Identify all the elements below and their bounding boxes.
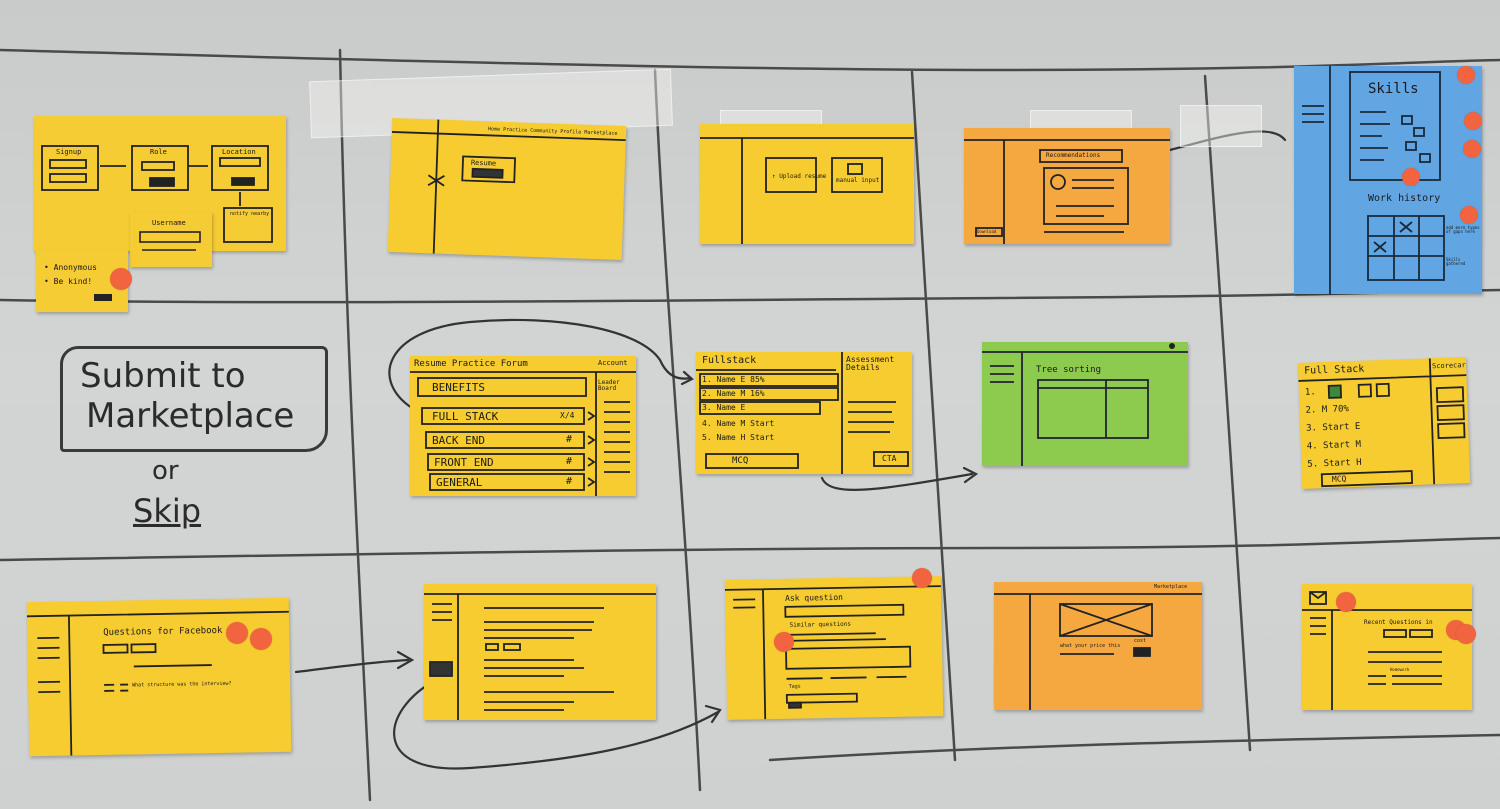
label-anon2: • Be kind! (44, 277, 93, 286)
fullstack-row: 3. Name E (702, 403, 746, 412)
priority-dot (1456, 624, 1476, 644)
label-notify: notify nearby (230, 211, 270, 217)
label-recommendations: Recommendations (1046, 152, 1101, 159)
forum-row: GENERAL (436, 476, 483, 489)
score-title: Full Stack (1303, 363, 1365, 377)
label-side-gaps: add more types of gaps here (1446, 225, 1480, 234)
tape (1180, 105, 1262, 147)
forum-row: BENEFITS (432, 381, 485, 394)
note-recent-questions: Recent Questions in Homework (1302, 584, 1472, 710)
forum-leader: Leader Board (598, 379, 620, 392)
fullstack-row: 5. Name H Start (702, 433, 775, 442)
forum-mark: # (566, 456, 573, 467)
board-text-submit: Submit to (80, 356, 246, 396)
note-username: Username (130, 212, 212, 267)
fullstack-row: 2. Name M 16% (702, 389, 765, 398)
ask-tags: Tags (788, 683, 801, 690)
note-resume-upload: Home Practice Community Profile Marketpl… (387, 117, 627, 261)
tree-title: Tree sorting (1036, 365, 1102, 375)
note-recommendations: Recommendations Download (964, 128, 1170, 244)
forum-row: FRONT END (434, 456, 494, 469)
submit-box (60, 346, 328, 452)
label-resume: Resume (470, 158, 497, 168)
forum-mark: # (566, 476, 573, 487)
note-fullstack-details: Fullstack Assessment Details 1. Name E 8… (696, 352, 912, 474)
priority-dot (250, 628, 272, 650)
recent-title: Recent Questions in (1364, 619, 1433, 626)
fullstack-row: 4. Name M Start (702, 419, 775, 428)
label-upload-resume: ↑ Upload resume (772, 173, 827, 180)
forum-account: Account (598, 359, 628, 367)
note-fullstack-score: Full Stack Scorecard 1. 2. M 70% 3. Star… (1297, 357, 1471, 489)
score-row: 2. M 70% (1305, 404, 1350, 416)
score-row: 3. Start E (1305, 421, 1361, 434)
note-question-detail (424, 584, 656, 720)
priority-dot (1464, 112, 1482, 130)
priority-dot (1336, 592, 1356, 612)
marketplace-cost: cost (1134, 638, 1147, 644)
priority-dot (1402, 168, 1420, 186)
score-row: 1. (1304, 387, 1316, 398)
label-download: Download (977, 229, 997, 234)
forum-row: FULL STACK (432, 410, 499, 423)
note-skills: Skills (1294, 66, 1482, 186)
ask-similar: Similar questions (789, 620, 852, 629)
forum-row: BACK END (432, 434, 485, 447)
score-side: Scorecard (1431, 360, 1471, 371)
fullstack-cta: CTA (882, 454, 897, 463)
ask-title: Ask question (785, 592, 843, 603)
board-text-marketplace: Marketplace (86, 396, 295, 436)
score-mcq: MCQ (1331, 474, 1347, 484)
note-forum: Resume Practice Forum Account Leader Boa… (410, 356, 636, 496)
score-row: 4. Start M (1306, 439, 1362, 452)
score-row: 5. Start H (1307, 457, 1362, 470)
marketplace-line: what your price this (1060, 643, 1121, 649)
note-marketplace: Marketplace what your price this cost (994, 582, 1202, 710)
label-signup: Signup (56, 148, 82, 156)
priority-dot (1457, 66, 1475, 84)
priority-dot (1460, 206, 1478, 224)
label-work-history: Work history (1368, 193, 1441, 204)
priority-dot (774, 632, 794, 652)
label-side-skills: Skills gathered (1446, 257, 1466, 266)
label-skills: Skills (1368, 81, 1419, 97)
fullstack-side: Assessment Details (846, 355, 895, 372)
label-anon1: • Anonymous (44, 263, 97, 272)
forum-tabs: Resume Practice Forum (414, 359, 528, 369)
note-upload-choice: ↑ Upload resume manual input (700, 124, 914, 244)
priority-dot (110, 268, 132, 290)
priority-dot (912, 568, 932, 588)
board-text-skip: Skip (133, 492, 202, 530)
marketplace-header: Marketplace (1154, 584, 1188, 590)
fullstack-title: Fullstack (702, 355, 757, 366)
label-role: Role (150, 148, 167, 156)
note-work-history: Work history add more types of gaps here… (1294, 186, 1482, 294)
forum-mark: # (566, 434, 573, 445)
label-manual-input: manual input (836, 177, 880, 184)
recent-sub: Homework (1390, 667, 1410, 672)
fullstack-row: 1. Name E 85% (702, 375, 765, 384)
priority-dot (1463, 140, 1481, 158)
priority-dot (226, 622, 248, 644)
label-username: Username (152, 219, 186, 227)
fullstack-mcq: MCQ (732, 456, 749, 466)
note-tree-sorting: Tree sorting (982, 342, 1188, 466)
forum-mark: X/4 (560, 411, 575, 420)
board-text-or: or (152, 456, 179, 486)
note-questions: Questions for Facebook What structure wa… (26, 597, 292, 757)
label-location: Location (222, 148, 256, 156)
note-ask-question: Ask question Similar questions Tags (724, 576, 944, 720)
